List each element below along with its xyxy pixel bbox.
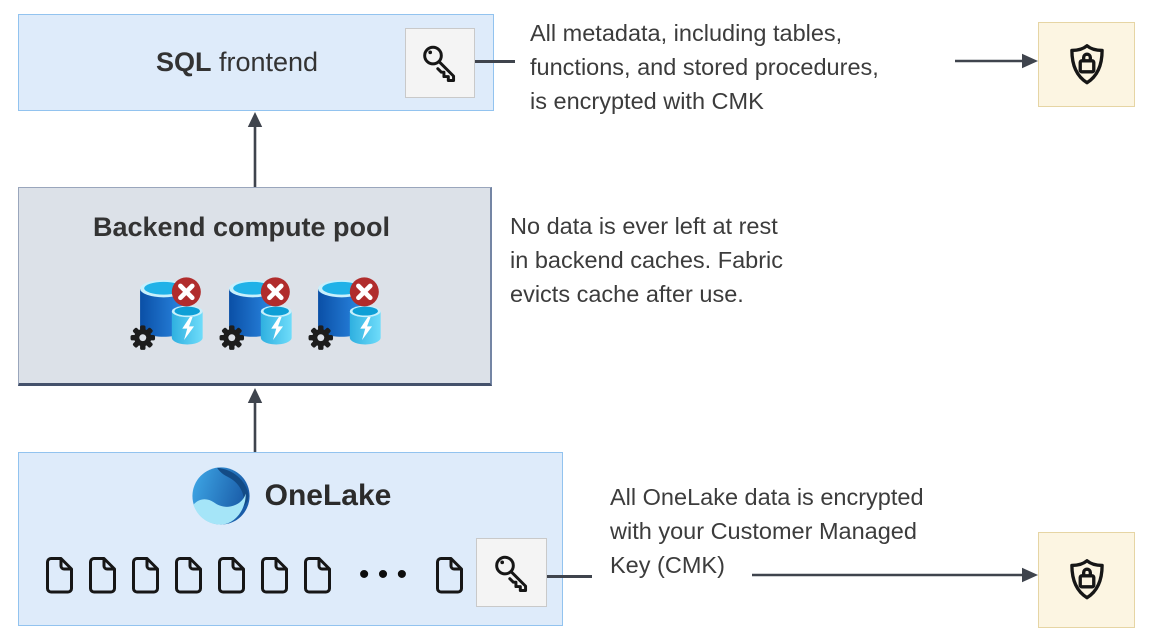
onelake-files-row: • • • [44,556,464,594]
sql-frontend-title: SQL frontend [19,15,493,110]
arrow-right-metadata-to-shield [955,53,1038,69]
backend-compute-pool-box: Backend compute pool [18,187,492,386]
sql-key-connector-line [475,60,515,63]
sql-key-tile [405,28,475,98]
onelake-key-connector-line [547,575,592,578]
onelake-box: OneLake • • • [18,452,563,626]
document-icon [173,556,203,594]
onelake-header: OneLake [19,465,562,527]
document-icon [302,556,332,594]
document-icon [216,556,246,594]
compute-node-cache-evicted-icon [307,276,389,354]
metadata-encryption-note: All metadata, including tables, function… [530,20,879,114]
metadata-shield-tile [1038,22,1135,107]
onelake-encryption-note: All OneLake data is encrypted with your … [610,484,924,578]
onelake-logo [190,465,252,527]
arrow-up-backend-to-sql [247,112,263,188]
sql-title-bold: SQL [155,47,212,77]
ellipsis-dots: • • • [358,558,408,591]
document-icon [434,556,464,594]
arrow-up-onelake-to-backend [247,388,263,453]
onelake-title: OneLake [264,479,392,512]
compute-node-cache-evicted-icon [129,276,211,354]
onelake-shield-tile [1038,532,1135,628]
onelake-key-tile [476,538,547,607]
compute-node-cache-evicted-icon [218,276,300,354]
key-icon [491,552,533,594]
cache-eviction-note: No data is ever left at rest in backend … [510,213,784,307]
arrow-right-onelake-to-shield [752,567,1038,583]
document-icon [130,556,160,594]
backend-title: Backend compute pool [92,212,391,242]
shield-lock-icon [1062,555,1112,605]
document-icon [44,556,74,594]
key-icon [419,42,461,84]
document-icon [259,556,289,594]
document-icon [87,556,117,594]
shield-lock-icon [1062,40,1112,90]
sql-title-regular: frontend [211,47,319,77]
